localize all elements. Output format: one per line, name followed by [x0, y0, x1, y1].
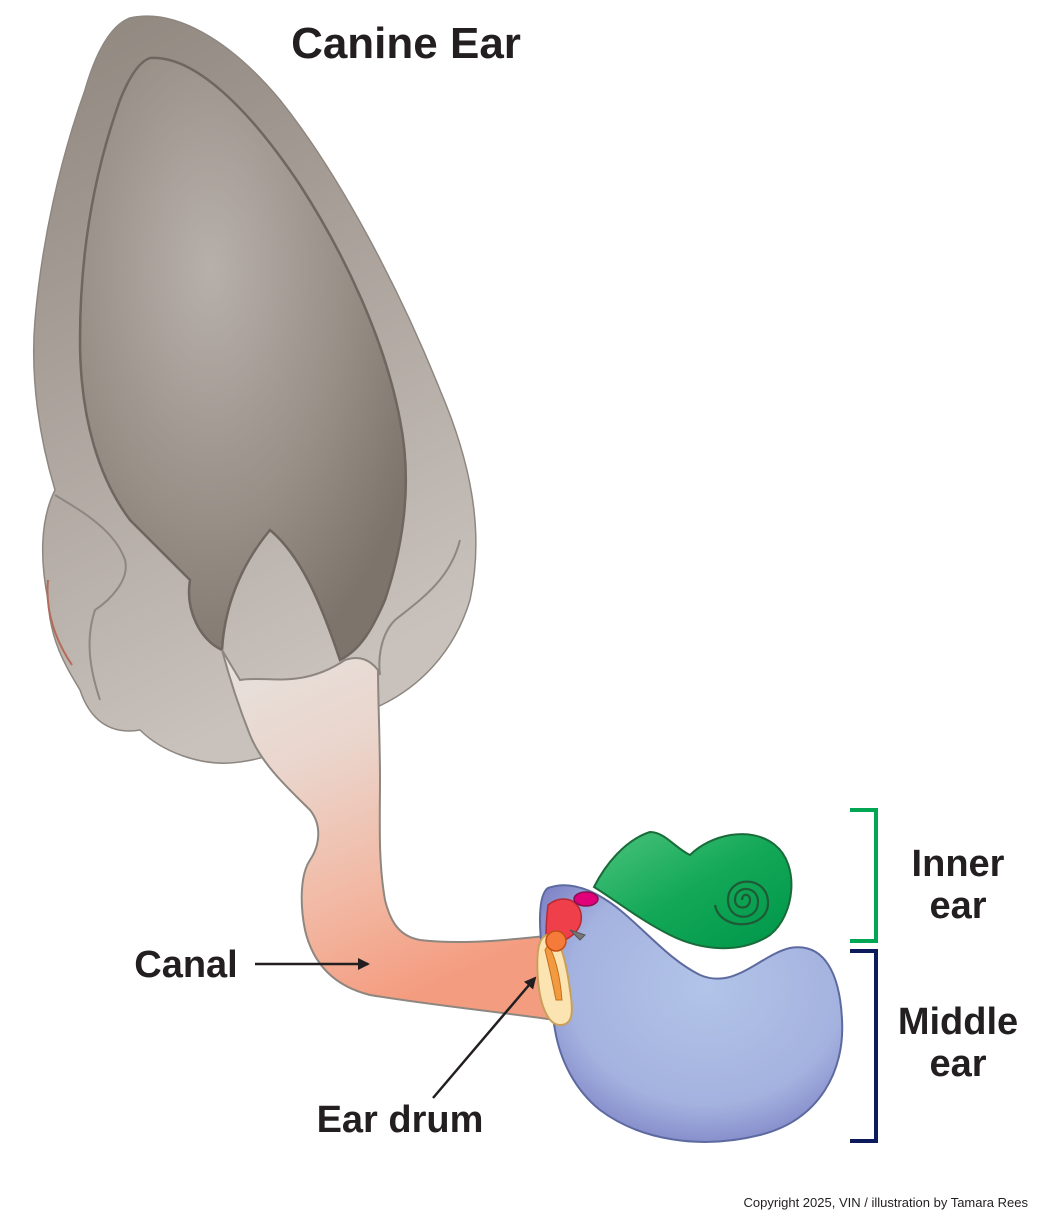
ossicle-stapes: [573, 891, 599, 907]
ossicle-malleus-handle: [569, 929, 586, 941]
label-middle-ear-line2: ear: [929, 1043, 986, 1085]
inner-ear-bracket: [850, 808, 878, 943]
pinna: [32, 15, 477, 764]
pinna-fold-right: [378, 539, 461, 676]
label-inner-ear-line2: ear: [929, 885, 986, 927]
ear-drum-malleus: [544, 944, 563, 1001]
ear-drum-arrow: [432, 976, 537, 1099]
pinna-fold-left: [54, 494, 127, 701]
copyright-text: Copyright 2025, VIN / illustration by Ta…: [744, 1195, 1029, 1210]
label-ear-drum: Ear drum: [317, 1099, 484, 1141]
inner-ear: [592, 830, 793, 950]
ossicle-head: [545, 930, 567, 952]
label-middle-ear-line1: Middle: [898, 1001, 1018, 1043]
pinna-inner: [78, 56, 408, 662]
middle-ear-bracket: [850, 949, 878, 1143]
diagram-title: Canine Ear: [291, 19, 521, 68]
pinna-rim-edge: [46, 579, 73, 666]
label-inner-ear-line1: Inner: [912, 843, 1005, 885]
cochlea-spiral: [713, 880, 770, 926]
label-canal: Canal: [134, 944, 237, 986]
